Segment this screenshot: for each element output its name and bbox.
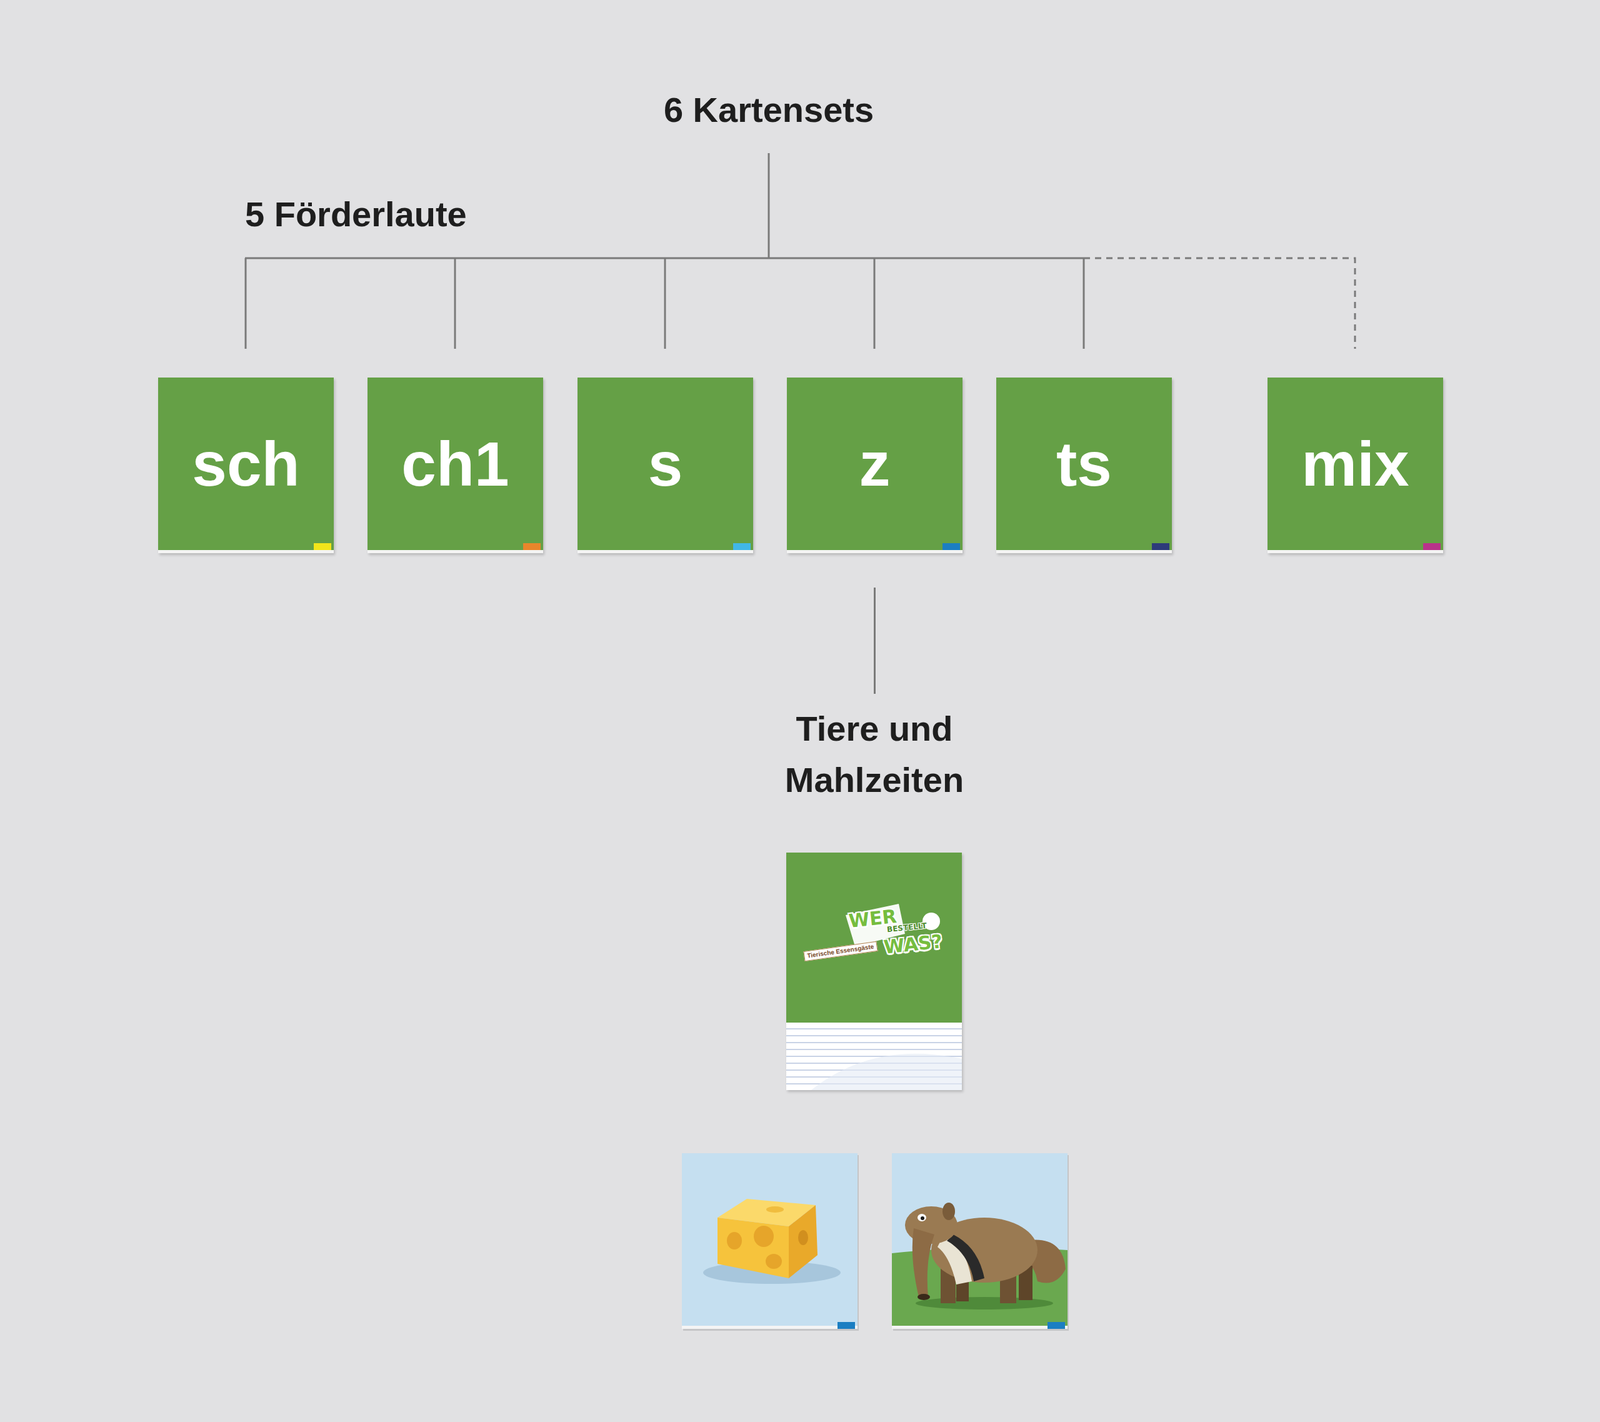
sound-card: ts bbox=[996, 377, 1172, 554]
card-label: sch bbox=[191, 432, 300, 495]
set-count-heading: 6 Kartensets bbox=[663, 92, 874, 128]
booklet-group: Tiere und Mahlzeiten bbox=[743, 703, 1006, 1090]
color-tag bbox=[313, 543, 332, 550]
color-tag bbox=[733, 543, 751, 550]
card-label: z bbox=[859, 432, 891, 495]
sound-card: ch1 bbox=[367, 377, 544, 554]
color-tag bbox=[1423, 543, 1441, 550]
group-heading: Tiere und Mahlzeiten bbox=[743, 703, 1006, 806]
card-label: s bbox=[648, 432, 684, 495]
card-label: mix bbox=[1301, 432, 1409, 495]
card-label: ch1 bbox=[401, 432, 509, 495]
color-tag bbox=[942, 543, 960, 550]
tree-lines bbox=[245, 153, 1355, 349]
connector-line bbox=[873, 587, 876, 694]
sound-card: z bbox=[786, 377, 963, 554]
sound-card: mix bbox=[1267, 377, 1444, 554]
sound-card: sch bbox=[158, 377, 334, 554]
instruction-booklet bbox=[786, 852, 962, 1090]
booklet-art bbox=[786, 852, 962, 1090]
anteater-card bbox=[891, 1153, 1069, 1331]
sound-card: s bbox=[577, 377, 754, 554]
cheese-card bbox=[681, 1153, 859, 1331]
color-tag bbox=[1151, 543, 1170, 550]
sound-count-heading: 5 Förderlaute bbox=[245, 196, 467, 232]
color-tag bbox=[523, 543, 541, 550]
card-label: ts bbox=[1056, 432, 1112, 495]
